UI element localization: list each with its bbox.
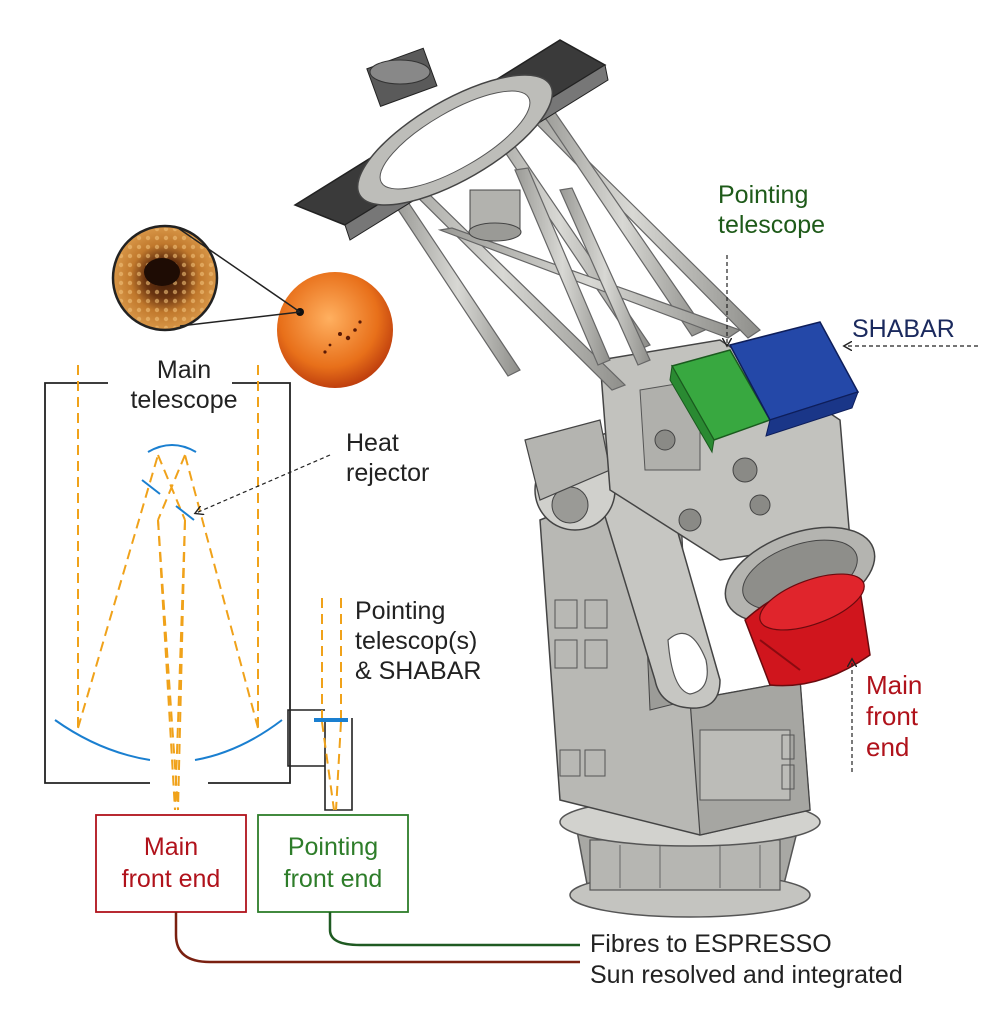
shabar-box	[728, 321, 860, 437]
sun-resolved-label: Sun resolved and integrated	[590, 961, 903, 989]
main-telescope-label: Main telescope	[130, 356, 238, 414]
telescope-rendering	[293, 39, 876, 918]
pointing-front-end-box: Pointing front end	[260, 817, 406, 910]
telescope-top-ring	[293, 39, 609, 242]
heat-rejector-label: Heat rejector	[346, 429, 430, 487]
sun-illustration	[277, 272, 393, 388]
main-front-end-unit	[724, 526, 876, 687]
main-front-end-callout: Main front end	[866, 670, 923, 763]
shabar-callout: SHABAR	[852, 315, 955, 343]
main-fibre	[174, 912, 580, 964]
heat-rejector-leader	[196, 454, 331, 513]
sunspot-inset	[111, 224, 301, 332]
pointing-telescopes-label: Pointing telescop(s) & SHABAR	[355, 597, 482, 685]
callout-lines	[196, 255, 978, 772]
pointing-fibre	[328, 912, 580, 947]
fibre-cables	[174, 912, 580, 964]
pointing-telescope-schematic	[287, 598, 353, 811]
pointing-telescope-callout: Pointing telescope	[718, 181, 826, 239]
main-telescope-schematic	[44, 365, 291, 811]
main-front-end-box: Main front end	[98, 817, 244, 910]
telescope-truss	[378, 89, 761, 391]
fibres-label: Fibres to ESPRESSO	[590, 930, 832, 958]
